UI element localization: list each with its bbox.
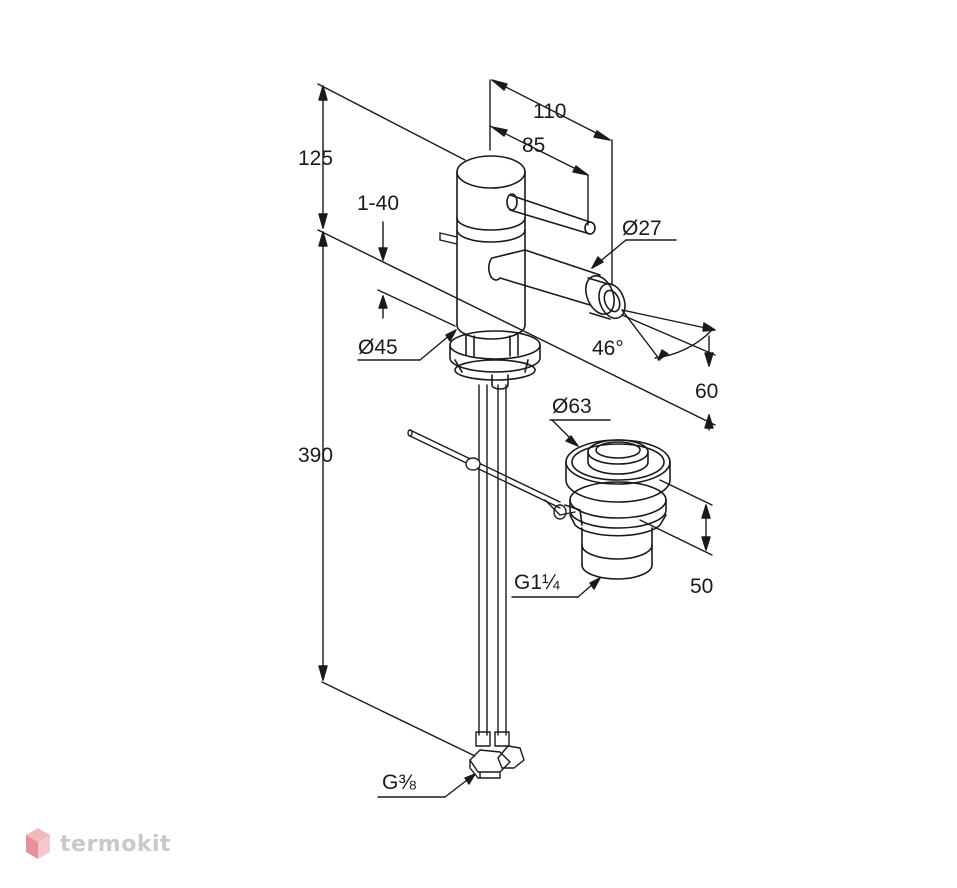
dim-110-line [489, 79, 613, 286]
dim-60-line [621, 314, 716, 431]
dim-g114-leader [511, 577, 601, 598]
watermark-text: termokit [60, 831, 172, 857]
dim-85-label: 85 [522, 134, 545, 157]
dim-1-40-label: 1-40 [357, 192, 399, 215]
dim-g114-label: G1¼ [514, 571, 560, 594]
pop-up-waste [564, 439, 671, 580]
dim-d63-label: Ø63 [552, 395, 592, 418]
popup-rod [407, 429, 576, 520]
dim-d45-leader [357, 329, 457, 361]
dim-50-label: 50 [690, 575, 713, 598]
cube-logo-icon [26, 828, 50, 859]
lift-rod-stub [439, 232, 458, 245]
dim-125-label: 125 [298, 147, 333, 170]
dim-60-label: 60 [695, 380, 718, 403]
dim-d45-label: Ø45 [358, 336, 398, 359]
spout [488, 249, 626, 320]
dim-d27-leader [591, 239, 677, 269]
dim-50-line [639, 479, 713, 556]
dim-125-line [317, 83, 466, 229]
dim-110-label: 110 [533, 100, 566, 123]
dim-g38-leader [377, 773, 476, 798]
dim-85-line [489, 125, 589, 226]
dim-d27-label: Ø27 [622, 217, 662, 240]
dim-46-label: 46° [592, 337, 624, 360]
dim-g38-label: G⅜ [382, 771, 416, 794]
dim-d63-leader [549, 419, 611, 447]
dim-390-line [317, 229, 716, 757]
supply-hoses [469, 384, 525, 779]
watermark: termokit [24, 824, 171, 864]
faucet-body [449, 155, 541, 390]
mixer-lever [506, 193, 596, 235]
dim-390-label: 390 [298, 444, 333, 467]
dim-1-40-line [377, 221, 456, 327]
